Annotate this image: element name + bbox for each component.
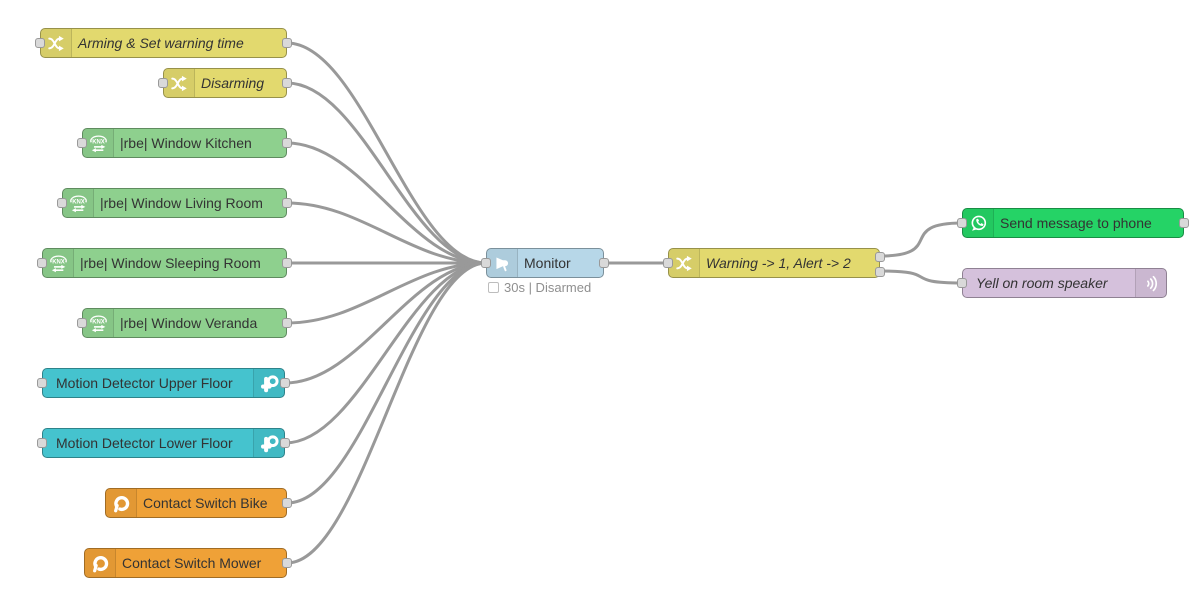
knx-icon: KNX [43, 249, 74, 277]
output-port-1[interactable] [875, 252, 885, 262]
output-port[interactable] [282, 558, 292, 568]
wire-contact-switch-mower-to-monitor[interactable] [285, 261, 488, 565]
input-port[interactable] [35, 38, 45, 48]
input-port[interactable] [37, 378, 47, 388]
wire-warning-alert-switch-to-yell-on-room-speaker[interactable] [878, 269, 964, 285]
output-port[interactable] [282, 198, 292, 208]
input-port[interactable] [158, 78, 168, 88]
output-port[interactable] [280, 378, 290, 388]
input-port[interactable] [663, 258, 673, 268]
node-label: Contact Switch Mower [122, 555, 262, 571]
node-disarming-switch[interactable]: Disarming [158, 68, 292, 98]
switch-icon [41, 29, 72, 57]
output-port[interactable] [282, 138, 292, 148]
wire-rbe-window-veranda-to-monitor[interactable] [285, 261, 488, 325]
switch-icon [669, 249, 700, 277]
node-label: Contact Switch Bike [143, 495, 268, 511]
node-label: Warning -> 1, Alert -> 2 [706, 255, 851, 271]
node-label: Motion Detector Upper Floor [56, 375, 233, 391]
node-label: Yell on room speaker [976, 275, 1108, 291]
node-status: 30s | Disarmed [488, 280, 591, 295]
svg-text:KNX: KNX [92, 139, 105, 145]
hue-motion-icon [253, 369, 284, 397]
node-arming-switch[interactable]: Arming & Set warning time [35, 28, 292, 58]
knx-icon: KNX [83, 309, 114, 337]
sound-waves-icon [1135, 269, 1166, 297]
output-port[interactable] [282, 38, 292, 48]
whatsapp-icon [963, 209, 994, 237]
status-text: 30s | Disarmed [504, 280, 592, 295]
node-monitor[interactable]: Monitor [481, 248, 609, 278]
node-label: Motion Detector Lower Floor [56, 435, 233, 451]
knx-icon: KNX [63, 189, 94, 217]
node-label: Monitor [524, 255, 571, 271]
switch-icon [164, 69, 195, 97]
node-rbe-window-kitchen[interactable]: KNX |rbe| Window Kitchen [77, 128, 292, 158]
node-contact-switch-bike[interactable]: Contact Switch Bike [105, 488, 292, 518]
node-label: |rbe| Window Kitchen [120, 135, 252, 151]
output-port[interactable] [282, 318, 292, 328]
wire-disarming-switch-to-monitor[interactable] [285, 81, 488, 265]
output-port[interactable] [282, 78, 292, 88]
node-rbe-window-sleeping-room[interactable]: KNX |rbe| Window Sleeping Room [37, 248, 292, 278]
node-rbe-window-veranda[interactable]: KNX |rbe| Window Veranda [77, 308, 292, 338]
node-warning-alert-switch[interactable]: Warning -> 1, Alert -> 2 [663, 248, 885, 278]
input-port[interactable] [37, 438, 47, 448]
wire-motion-detector-lower-floor-to-monitor[interactable] [283, 261, 488, 445]
pushover-icon [85, 549, 116, 577]
svg-text:KNX: KNX [92, 319, 105, 325]
input-port[interactable] [481, 258, 491, 268]
input-port[interactable] [57, 198, 67, 208]
status-ring-icon [488, 282, 499, 293]
output-port[interactable] [1179, 218, 1189, 228]
megaphone-icon [487, 249, 518, 277]
node-label: |rbe| Window Sleeping Room [80, 255, 261, 271]
pushover-icon [106, 489, 137, 517]
hue-motion-icon [253, 429, 284, 457]
input-port[interactable] [957, 278, 967, 288]
output-port-2[interactable] [875, 267, 885, 277]
wire-warning-alert-switch-to-send-message-to-phone[interactable] [878, 221, 964, 258]
node-label: Send message to phone [1000, 215, 1152, 231]
node-send-message-to-phone[interactable]: Send message to phone [957, 208, 1189, 238]
wire-contact-switch-bike-to-monitor[interactable] [285, 261, 488, 505]
node-yell-on-room-speaker[interactable]: Yell on room speaker [957, 268, 1167, 298]
node-label: |rbe| Window Living Room [100, 195, 263, 211]
svg-text:KNX: KNX [52, 259, 65, 265]
node-label: Disarming [201, 75, 265, 91]
output-port[interactable] [282, 498, 292, 508]
wire-arming-switch-to-monitor[interactable] [285, 41, 488, 265]
node-label: Arming & Set warning time [78, 35, 244, 51]
output-port[interactable] [599, 258, 609, 268]
output-port[interactable] [282, 258, 292, 268]
svg-text:KNX: KNX [72, 199, 85, 205]
node-motion-detector-lower-floor[interactable]: Motion Detector Lower Floor [37, 428, 290, 458]
knx-icon: KNX [83, 129, 114, 157]
node-motion-detector-upper-floor[interactable]: Motion Detector Upper Floor [37, 368, 290, 398]
wire-motion-detector-upper-floor-to-monitor[interactable] [283, 261, 488, 385]
input-port[interactable] [77, 318, 87, 328]
node-rbe-window-living-room[interactable]: KNX |rbe| Window Living Room [57, 188, 292, 218]
output-port[interactable] [280, 438, 290, 448]
input-port[interactable] [77, 138, 87, 148]
node-label: |rbe| Window Veranda [120, 315, 258, 331]
input-port[interactable] [957, 218, 967, 228]
wire-rbe-window-living-room-to-monitor[interactable] [285, 201, 488, 265]
input-port[interactable] [37, 258, 47, 268]
node-contact-switch-mower[interactable]: Contact Switch Mower [84, 548, 292, 578]
wire-rbe-window-kitchen-to-monitor[interactable] [285, 141, 488, 265]
